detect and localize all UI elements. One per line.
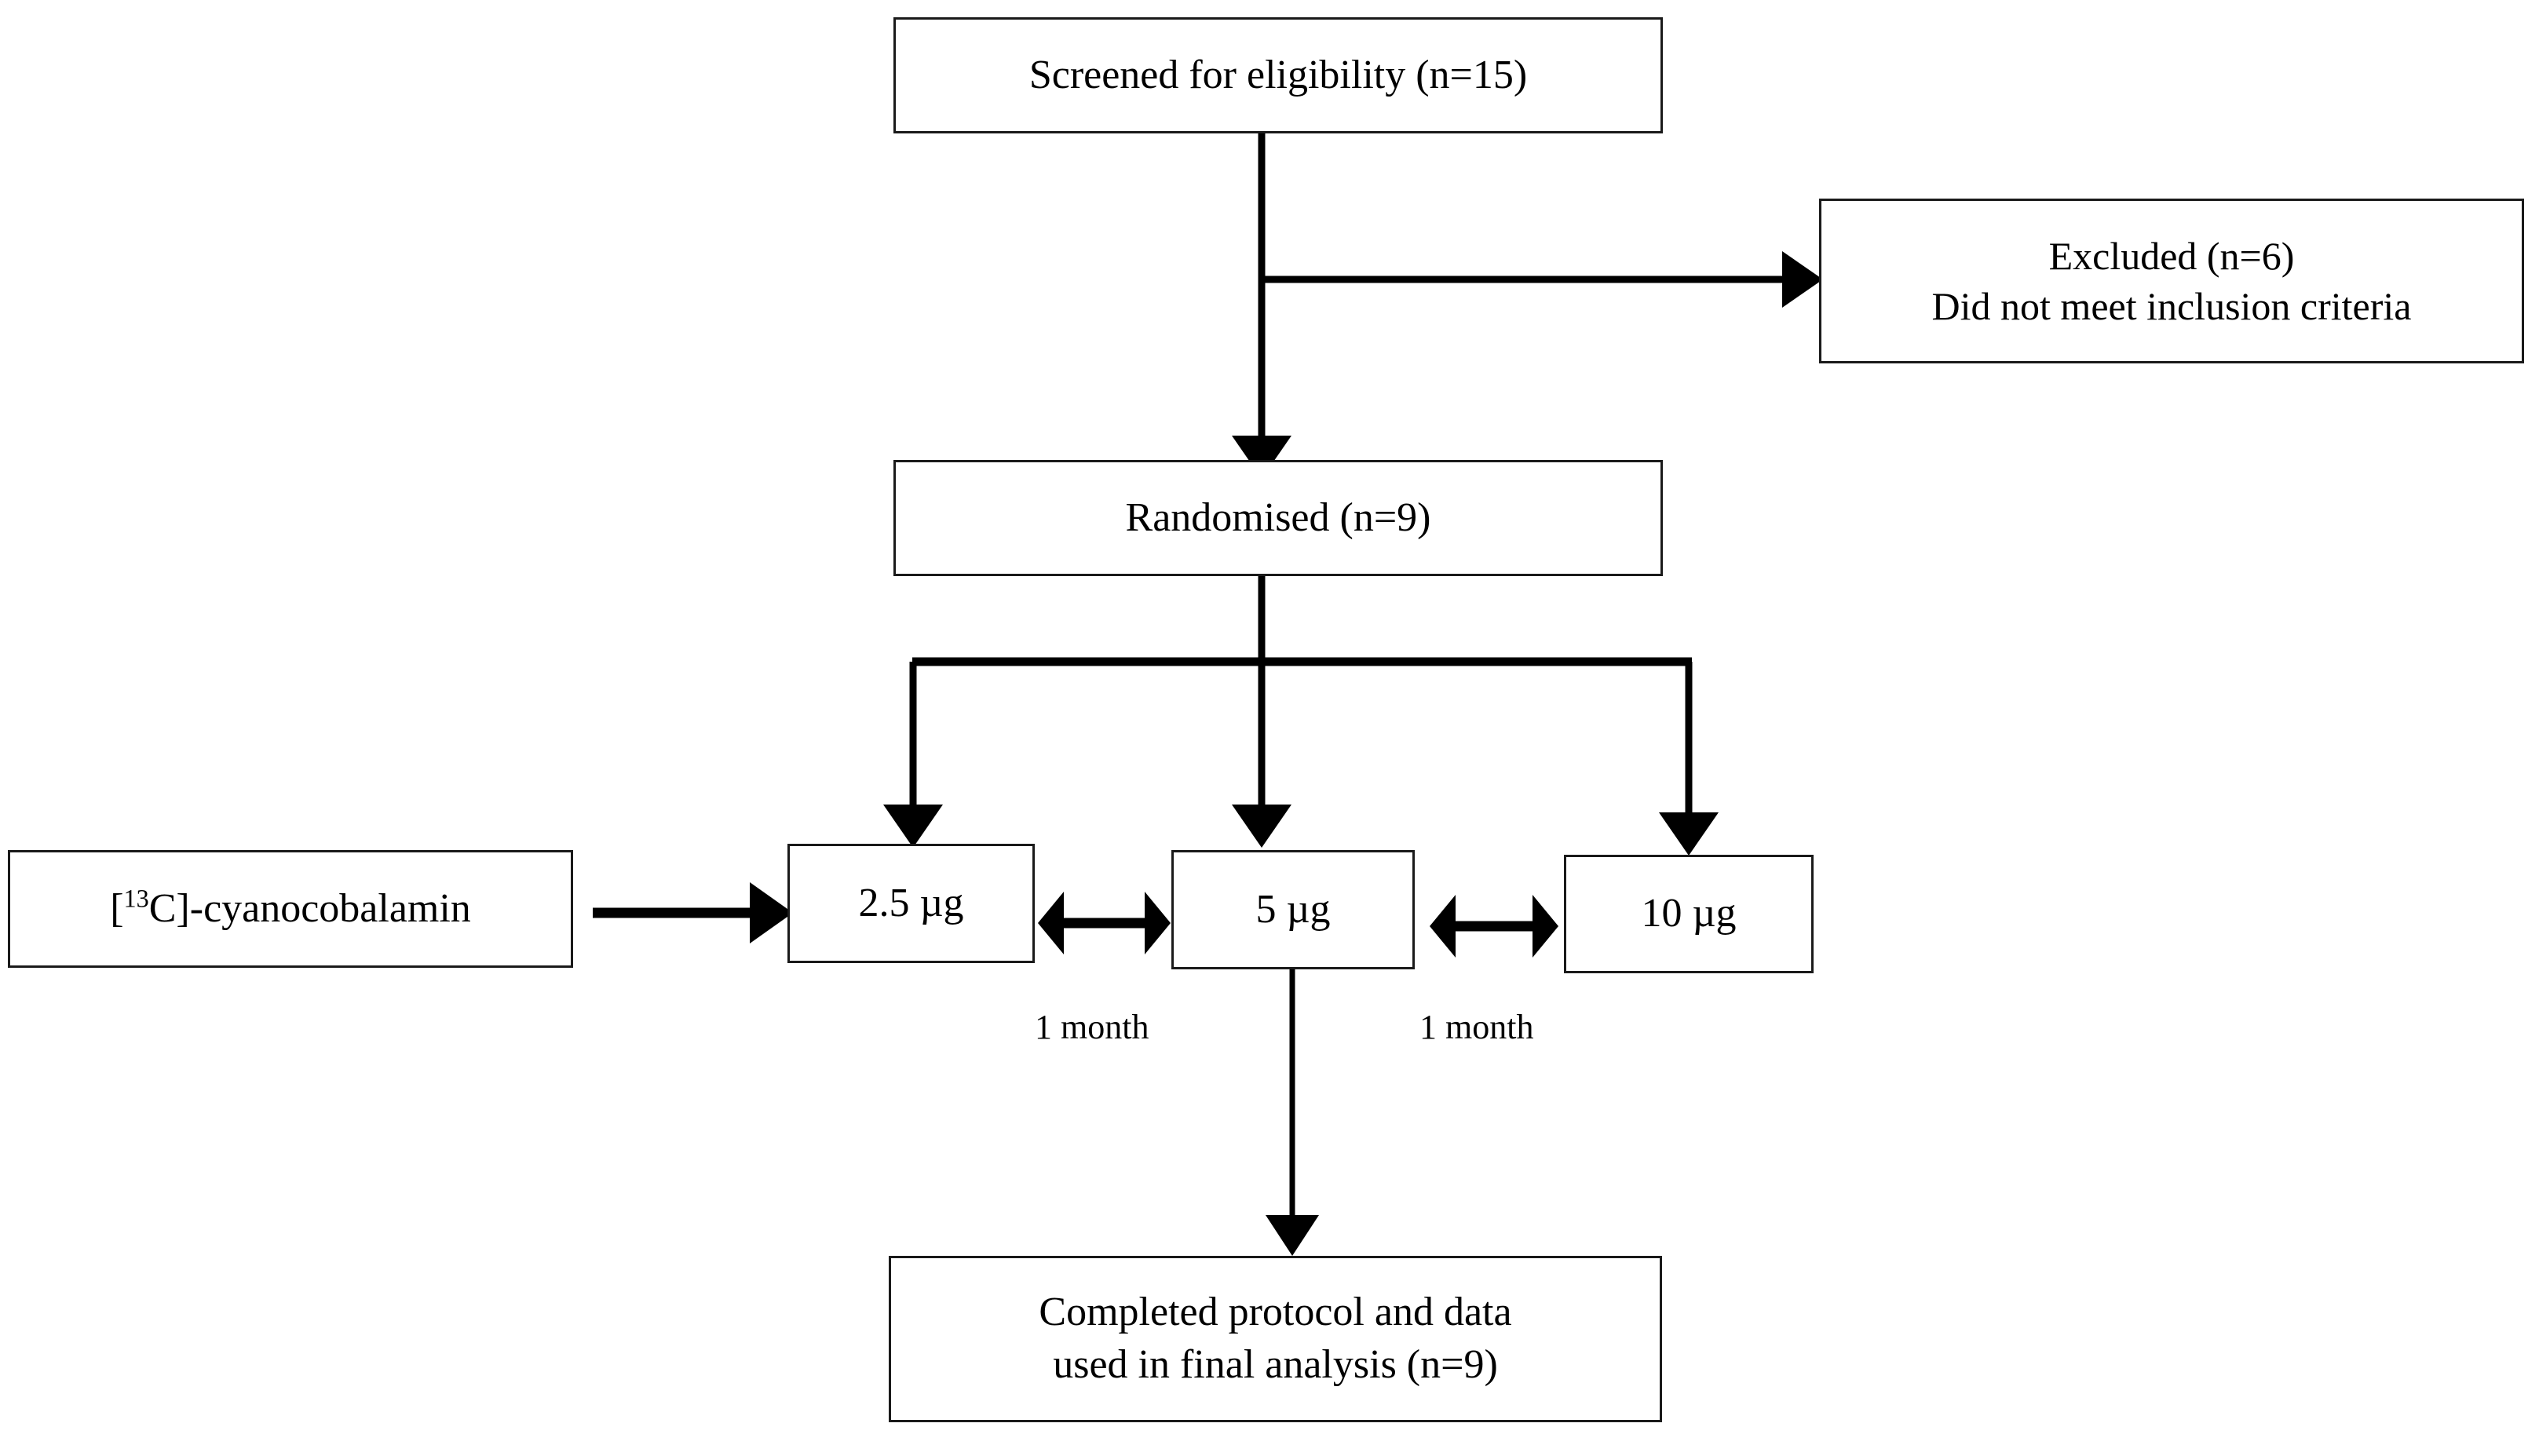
node-tracer-label: [13C]-cyanocobalamin [21, 883, 560, 936]
node-screened-label: Screened for eligibility (n=15) [1028, 52, 1528, 97]
edge-dose-1-dose-2-crossover [1038, 892, 1171, 954]
node-screened-for-eligibility[interactable]: Screened for eligibility (n=15) [893, 17, 1663, 133]
edge-dose-2-to-final [1266, 969, 1319, 1256]
node-dose-3-label: 10 µg [1641, 891, 1737, 936]
tracer-bracket-open: [ [110, 885, 124, 931]
edge-label-washout-1: 1 month [1035, 1008, 1149, 1046]
node-dose-10-ug[interactable]: 10 µg [1564, 855, 1814, 973]
node-completed-protocol[interactable]: Completed protocol and data used in fina… [889, 1256, 1662, 1422]
node-excluded[interactable]: Excluded (n=6) Did not meet inclusion cr… [1819, 199, 2524, 363]
edge-screened-to-randomised [1232, 133, 1291, 479]
edge-screened-to-excluded [1262, 251, 1823, 308]
node-randomised-label: Randomised (n=9) [1125, 494, 1431, 540]
node-excluded-label: Excluded (n=6) Did not meet inclusion cr… [1931, 234, 2412, 328]
node-final-label: Completed protocol and data used in fina… [1039, 1290, 1512, 1387]
node-randomised[interactable]: Randomised (n=9) [893, 460, 1663, 576]
edge-tracer-to-dose-1 [593, 882, 793, 943]
node-dose-2point5-ug[interactable]: 2.5 µg [787, 844, 1035, 963]
node-dose-5-ug[interactable]: 5 µg [1171, 850, 1415, 969]
tracer-isotope-superscript: 13 [123, 884, 149, 913]
node-dose-2-label: 5 µg [1255, 886, 1331, 932]
edge-randomised-split [883, 576, 1719, 856]
edge-dose-2-dose-3-crossover [1430, 895, 1558, 958]
node-dose-1-label: 2.5 µg [858, 880, 964, 925]
edge-label-washout-2: 1 month [1419, 1008, 1534, 1046]
node-tracer-cyanocobalamin[interactable]: [13C]-cyanocobalamin [8, 850, 573, 968]
tracer-name: C]-cyanocobalamin [148, 885, 471, 931]
